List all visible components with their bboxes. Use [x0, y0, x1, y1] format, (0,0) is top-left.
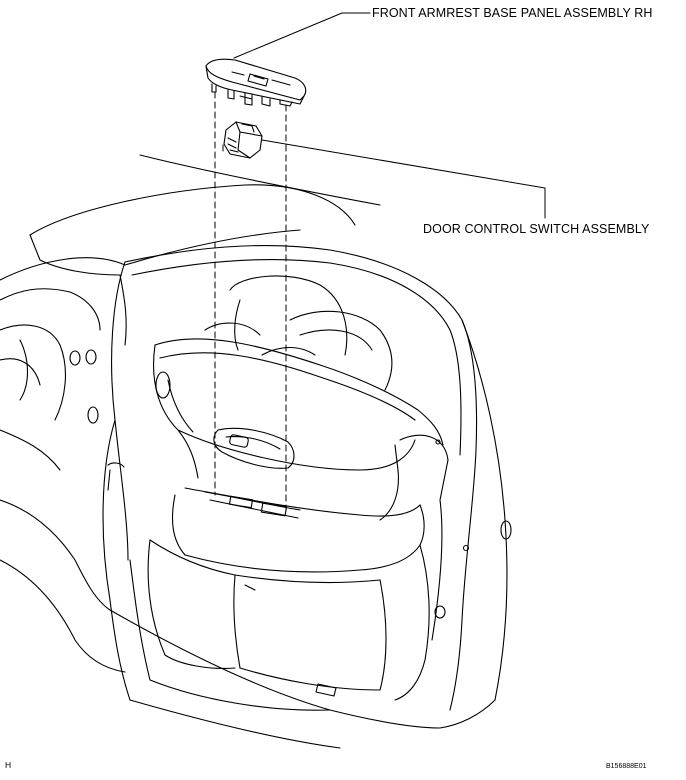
- door-switch-label: DOOR CONTROL SWITCH ASSEMBLY: [423, 222, 650, 236]
- dashed-alignment-lines: [214, 91, 287, 516]
- armrest-panel-label: FRONT ARMREST BASE PANEL ASSEMBLY RH: [372, 6, 653, 20]
- door-trim-drawing: [129, 338, 449, 711]
- door-frame-drawing: [102, 245, 512, 749]
- view-code: H: [5, 760, 12, 770]
- door-control-switch-drawing: [223, 121, 263, 159]
- leader-lines: [233, 12, 546, 219]
- armrest-base-panel-drawing: [205, 58, 307, 107]
- dashboard-drawing: [0, 154, 381, 673]
- figure-id: B156888E01: [606, 763, 647, 770]
- seat-drawing: [204, 275, 393, 391]
